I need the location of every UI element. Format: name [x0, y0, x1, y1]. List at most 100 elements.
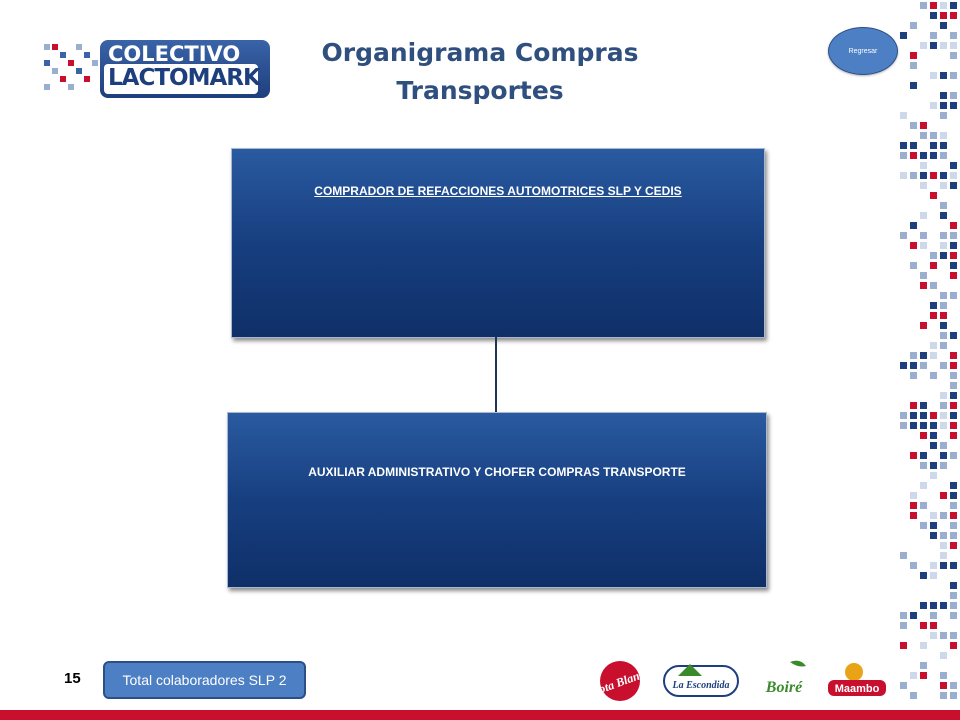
- decorative-square: [950, 372, 957, 379]
- decorative-square: [950, 232, 957, 239]
- decorative-square: [930, 282, 937, 289]
- decorative-square: [940, 152, 947, 159]
- decorative-square: [920, 122, 927, 129]
- decorative-square: [950, 452, 957, 459]
- brand-logo-maambo: Maambo: [828, 663, 886, 696]
- decorative-square: [920, 502, 927, 509]
- brand-logo-la-escondida: La Escondida: [663, 664, 739, 697]
- decorative-square: [940, 92, 947, 99]
- decorative-square: [950, 562, 957, 569]
- back-button-label: Regresar: [848, 47, 878, 55]
- decorative-square: [920, 132, 927, 139]
- decorative-square: [920, 422, 927, 429]
- decorative-square: [950, 602, 957, 609]
- decorative-square: [950, 32, 957, 39]
- decorative-square: [900, 682, 907, 689]
- decorative-square: [920, 182, 927, 189]
- decorative-square: [910, 352, 917, 359]
- decorative-square: [950, 512, 957, 519]
- decorative-square: [950, 692, 957, 699]
- decorative-square: [900, 612, 907, 619]
- back-button[interactable]: Regresar: [828, 27, 898, 75]
- decorative-square: [910, 222, 917, 229]
- decorative-square: [950, 632, 957, 639]
- decorative-square: [950, 682, 957, 689]
- decorative-square: [950, 162, 957, 169]
- decorative-square: [910, 62, 917, 69]
- decorative-square: [900, 112, 907, 119]
- decorative-square: [920, 402, 927, 409]
- org-connector-line: [495, 336, 497, 412]
- decorative-square: [910, 612, 917, 619]
- decorative-square: [950, 102, 957, 109]
- decorative-square: [930, 342, 937, 349]
- decorative-square: [930, 422, 937, 429]
- decorative-square: [920, 452, 927, 459]
- decorative-square: [950, 172, 957, 179]
- decorative-square: [950, 242, 957, 249]
- decorative-square: [930, 622, 937, 629]
- decorative-square: [930, 152, 937, 159]
- decorative-square: [950, 12, 957, 19]
- decorative-square: [920, 642, 927, 649]
- decorative-square: [940, 172, 947, 179]
- decorative-square: [900, 362, 907, 369]
- decorative-square: [920, 622, 927, 629]
- decorative-square: [940, 2, 947, 9]
- decorative-square: [930, 102, 937, 109]
- decorative-square: [940, 182, 947, 189]
- decorative-square: [920, 362, 927, 369]
- decorative-square: [910, 362, 917, 369]
- decorative-square: [920, 572, 927, 579]
- decorative-square: [910, 402, 917, 409]
- decorative-square: [920, 602, 927, 609]
- decorative-square: [930, 72, 937, 79]
- decorative-square: [950, 392, 957, 399]
- decorative-square: [910, 562, 917, 569]
- decorative-square: [920, 152, 927, 159]
- decorative-square: [930, 42, 937, 49]
- decorative-square: [940, 652, 947, 659]
- decorative-square: [930, 142, 937, 149]
- decorative-square: [910, 242, 917, 249]
- decorative-square: [950, 252, 957, 259]
- decorative-square: [950, 292, 957, 299]
- decorative-square: [920, 42, 927, 49]
- org-node-buyer[interactable]: COMPRADOR DE REFACCIONES AUTOMOTRICES SL…: [231, 148, 765, 338]
- decorative-square: [930, 172, 937, 179]
- decorative-square: [950, 92, 957, 99]
- decorative-square: [910, 492, 917, 499]
- decorative-square: [950, 272, 957, 279]
- decorative-square: [920, 282, 927, 289]
- total-collaborators-button[interactable]: Total colaboradores SLP 2: [103, 661, 306, 699]
- decorative-square: [910, 152, 917, 159]
- decorative-square: [940, 302, 947, 309]
- decorative-square: [950, 352, 957, 359]
- decorative-square: [930, 442, 937, 449]
- decorative-square: [950, 262, 957, 269]
- logo-line2: LACTOMARK: [108, 65, 261, 91]
- brand-name-la-escondida: La Escondida: [672, 680, 730, 691]
- decorative-square: [920, 172, 927, 179]
- total-collaborators-label: Total colaboradores SLP 2: [122, 672, 287, 688]
- decorative-square: [950, 542, 957, 549]
- decorative-square: [920, 412, 927, 419]
- decorative-square: [940, 142, 947, 149]
- decorative-square: [940, 562, 947, 569]
- decorative-square: [920, 352, 927, 359]
- decorative-square: [900, 552, 907, 559]
- decorative-square: [920, 232, 927, 239]
- decorative-square: [910, 692, 917, 699]
- brand-name-boire: Boiré: [765, 679, 803, 696]
- brand-logo-gota-blanca: Gota Blanca: [594, 661, 652, 701]
- decorative-square: [940, 322, 947, 329]
- decorative-square: [930, 32, 937, 39]
- decorative-square: [920, 2, 927, 9]
- decorative-square: [940, 632, 947, 639]
- org-node-assistant[interactable]: AUXILIAR ADMINISTRATIVO Y CHOFER COMPRAS…: [227, 412, 767, 588]
- decorative-square: [940, 532, 947, 539]
- decorative-square: [950, 412, 957, 419]
- decorative-square: [940, 392, 947, 399]
- decorative-square: [910, 142, 917, 149]
- decorative-square: [930, 372, 937, 379]
